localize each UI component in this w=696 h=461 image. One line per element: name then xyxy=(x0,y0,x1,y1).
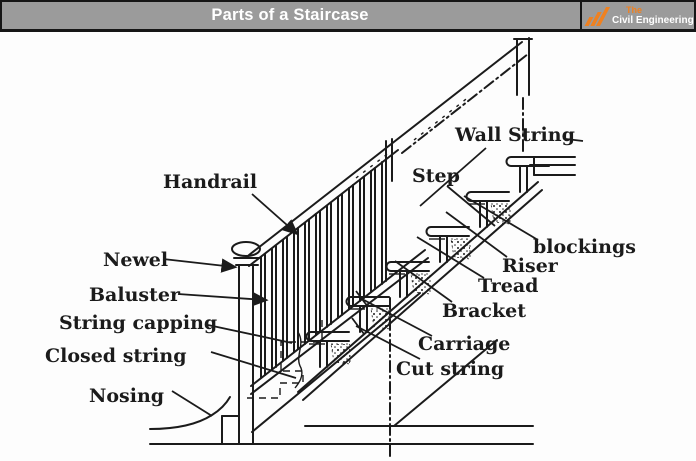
nosing-leader-line xyxy=(171,390,213,417)
wall-string-leader-line xyxy=(419,147,487,207)
cut-string-leader-tick xyxy=(351,317,365,335)
riser-leader-line xyxy=(445,211,508,258)
carriage-leader-tick xyxy=(355,290,369,308)
handrail-leader-line xyxy=(251,193,299,236)
label-bracket: Bracket xyxy=(442,300,526,322)
leader-lines xyxy=(162,138,584,417)
label-riser: Riser xyxy=(502,255,559,277)
balusters xyxy=(260,158,387,379)
logo-text-the: The xyxy=(626,4,643,15)
label-blockings: blockings xyxy=(533,236,636,258)
label-handrail: Handrail xyxy=(163,171,257,193)
carriage-leader-line xyxy=(361,298,433,337)
label-string-capping: String capping xyxy=(59,312,217,334)
newel-post xyxy=(231,241,261,445)
tread-leader-line xyxy=(416,236,485,279)
closed-string xyxy=(247,249,429,399)
label-carriage: Carriage xyxy=(418,333,510,355)
label-newel: Newel xyxy=(103,249,168,271)
cut-string-leader-line xyxy=(355,325,421,360)
header-bar: Parts of a Staircase The Civil Engineeri… xyxy=(0,0,696,32)
logo-text-civil-engineering: Civil Engineering xyxy=(612,14,694,26)
wall-string-dash xyxy=(565,138,584,142)
label-closed-string: Closed string xyxy=(45,345,187,367)
label-wall-string: Wall String xyxy=(454,124,575,146)
logo-text: The Civil Engineering xyxy=(612,4,694,26)
page-title: Parts of a Staircase xyxy=(211,6,369,24)
label-nosing: Nosing xyxy=(89,385,164,407)
step-leader-line xyxy=(446,185,496,227)
logo-stripes-icon xyxy=(584,6,611,26)
label-step: Step xyxy=(412,165,460,187)
string-capping-leader-line xyxy=(207,324,293,344)
labels: Handrail Newel Baluster String capping C… xyxy=(45,124,636,407)
label-baluster: Baluster xyxy=(89,284,181,306)
label-tread: Tread xyxy=(478,275,538,297)
blockings-leader-line xyxy=(463,195,539,241)
bracket-leader-line xyxy=(394,260,453,303)
closed-string-leader-line xyxy=(210,351,297,379)
logo: The Civil Engineering xyxy=(580,2,694,29)
newel-leader-line xyxy=(162,258,238,273)
baluster-leader-line xyxy=(177,291,269,307)
label-cut-string: Cut string xyxy=(396,358,504,380)
wall-string xyxy=(299,37,533,227)
